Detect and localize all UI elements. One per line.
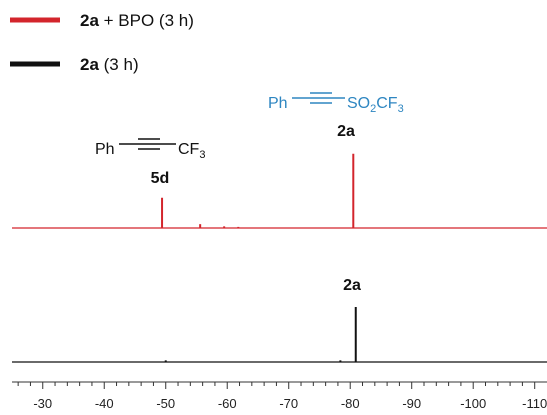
peak-label-5d: 5d: [151, 170, 170, 187]
x-tick-label: -30: [33, 396, 52, 411]
structure-2a-ph: Ph: [268, 95, 288, 112]
spectra: [12, 153, 547, 363]
x-tick-label: -50: [156, 396, 175, 411]
x-tick-label: -100: [460, 396, 486, 411]
legend-black-condition: (3 h): [99, 55, 139, 74]
legend-entry-black: 2a (3 h): [80, 55, 139, 74]
structure-5d: Ph CF3: [95, 138, 205, 161]
x-axis: -30 -40 -50 -60 -70 -80 -90 -100 -110: [12, 381, 547, 411]
x-tick-label: -80: [341, 396, 360, 411]
triple-bond-2a: [292, 92, 345, 104]
legend-entry-red: 2a + BPO (3 h): [80, 11, 194, 30]
peak-label-red-2a: 2a: [337, 123, 355, 140]
structure-5d-cf3: CF3: [178, 141, 205, 161]
x-tick-label: -70: [279, 396, 298, 411]
structure-5d-ph: Ph: [95, 141, 115, 158]
legend: 2a + BPO (3 h) 2a (3 h): [10, 11, 194, 74]
x-tick-label: -90: [402, 396, 421, 411]
x-tick-label: -40: [95, 396, 114, 411]
x-tick-label: -60: [218, 396, 237, 411]
structure-2a-so2cf3: SO2CF3: [347, 95, 404, 115]
legend-red-condition: + BPO (3 h): [99, 11, 194, 30]
legend-black-compound: 2a: [80, 55, 99, 74]
x-tick-label: -110: [522, 396, 547, 411]
structure-2a-triflyl: Ph SO2CF3: [268, 92, 404, 115]
legend-red-compound: 2a: [80, 11, 99, 30]
peak-label-black-2a: 2a: [343, 277, 361, 294]
triple-bond-5d: [119, 138, 176, 150]
